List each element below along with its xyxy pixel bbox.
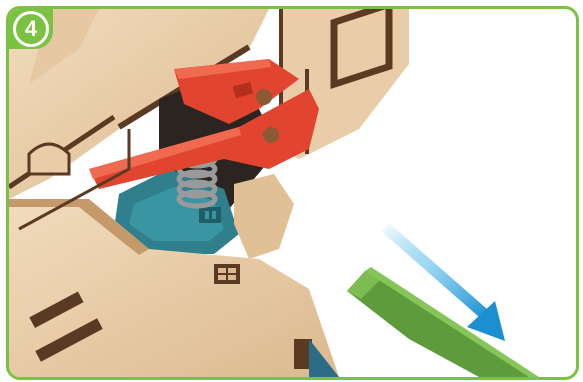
step-badge: 4 <box>9 9 53 49</box>
assembly-illustration <box>9 9 576 377</box>
step-number: 4 <box>13 11 49 47</box>
illustration-frame: 4 <box>6 6 579 380</box>
wooden-tab <box>234 174 294 259</box>
